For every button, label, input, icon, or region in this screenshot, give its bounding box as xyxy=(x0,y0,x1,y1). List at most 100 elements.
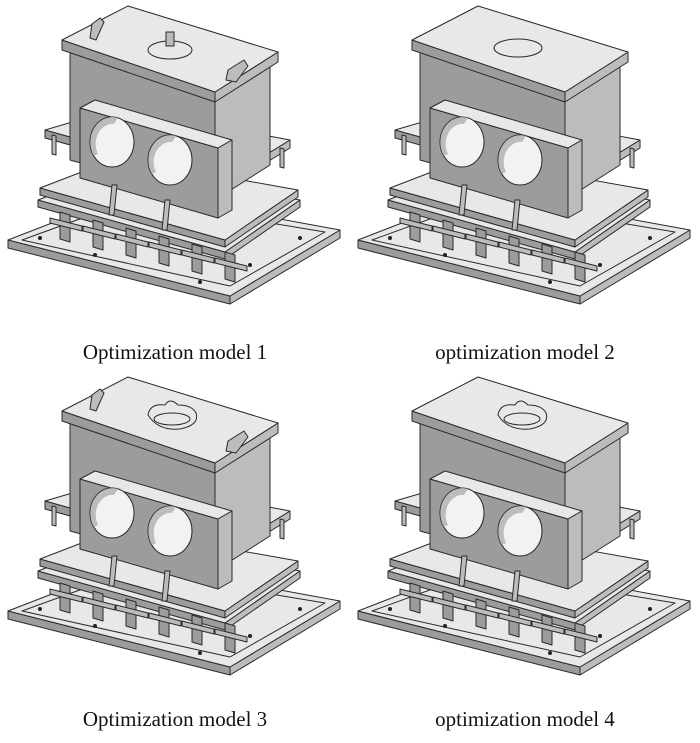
base-hole-4 xyxy=(443,253,447,257)
rib-bar-0 xyxy=(49,217,83,232)
rib-bar-0 xyxy=(399,217,433,232)
pin-0 xyxy=(51,505,57,527)
pin-1 xyxy=(279,518,285,540)
top-rib-left xyxy=(89,388,105,412)
panel-model-2: optimization model 2 xyxy=(350,0,700,371)
rib-bar-2 xyxy=(465,604,499,619)
base-hole-5 xyxy=(598,634,602,638)
base-hole-1 xyxy=(198,651,202,655)
bore-inner-wall-0 xyxy=(90,117,118,156)
pin-0 xyxy=(401,134,407,156)
bore-hole-1 xyxy=(497,134,543,186)
rib-bar-3 xyxy=(498,612,532,627)
base-hole-2 xyxy=(648,236,652,240)
top-rib-right xyxy=(225,430,249,454)
bore-inner-wall-0 xyxy=(440,117,468,156)
leg-1 xyxy=(511,199,521,231)
base-hole-5 xyxy=(248,263,252,267)
top-boss-contour xyxy=(497,400,548,430)
caption-model-2: optimization model 2 xyxy=(435,340,615,364)
base-hole-1 xyxy=(198,280,202,284)
bore-inner-wall-0 xyxy=(90,488,118,527)
cad-model-4-render xyxy=(357,376,691,676)
pin-1 xyxy=(279,147,285,169)
base-hole-4 xyxy=(93,624,97,628)
base-hole-4 xyxy=(443,624,447,628)
bore-hole-1 xyxy=(497,505,543,557)
pin-1 xyxy=(629,518,635,540)
top-boss-inner xyxy=(153,412,191,426)
rib-bar-1 xyxy=(432,225,466,240)
base-hole-0 xyxy=(38,607,42,611)
bore-hole-1 xyxy=(147,505,193,557)
front-block-side xyxy=(217,139,233,219)
leg-1 xyxy=(161,199,171,231)
leg-0 xyxy=(458,555,468,587)
rib-bar-4 xyxy=(531,249,565,264)
rib-bar-3 xyxy=(148,612,182,627)
rib-bar-1 xyxy=(82,225,116,240)
base-hole-2 xyxy=(298,607,302,611)
front-block-side xyxy=(567,510,583,590)
base-hole-2 xyxy=(298,236,302,240)
front-block-side xyxy=(567,139,583,219)
front-block-side xyxy=(217,510,233,590)
pin-0 xyxy=(51,134,57,156)
rib-bar-4 xyxy=(531,620,565,635)
rib-bar-4 xyxy=(181,620,215,635)
caption-model-1: Optimization model 1 xyxy=(82,340,268,364)
base-hole-4 xyxy=(93,253,97,257)
bore-inner-wall-1 xyxy=(148,135,176,174)
top-boss-inner xyxy=(503,412,541,426)
base-hole-0 xyxy=(388,236,392,240)
rib-bar-1 xyxy=(82,596,116,611)
pin-1 xyxy=(629,147,635,169)
bore-inner-wall-0 xyxy=(440,488,468,527)
rib-bar-1 xyxy=(432,596,466,611)
rib-bar-2 xyxy=(115,233,149,248)
base-hole-0 xyxy=(388,607,392,611)
bore-inner-wall-1 xyxy=(148,506,176,545)
top-boss-pin xyxy=(165,31,175,47)
leg-0 xyxy=(108,184,118,216)
bore-hole-0 xyxy=(439,487,485,539)
bore-hole-0 xyxy=(89,116,135,168)
top-rib-left xyxy=(89,17,105,41)
panel-model-1: Optimization model 1 xyxy=(0,0,350,371)
leg-0 xyxy=(108,555,118,587)
leg-1 xyxy=(161,570,171,602)
caption-model-3: Optimization model 3 xyxy=(82,707,268,731)
rib-bar-4 xyxy=(181,249,215,264)
base-hole-5 xyxy=(598,263,602,267)
bore-inner-wall-1 xyxy=(498,135,526,174)
base-hole-1 xyxy=(548,651,552,655)
top-rib-right xyxy=(225,59,249,83)
base-hole-1 xyxy=(548,280,552,284)
bore-hole-1 xyxy=(147,134,193,186)
rib-bar-5 xyxy=(564,628,598,643)
leg-1 xyxy=(511,570,521,602)
rib-bar-5 xyxy=(214,628,248,643)
leg-0 xyxy=(458,184,468,216)
rib-bar-3 xyxy=(148,241,182,256)
top-boss-contour xyxy=(147,400,198,430)
bore-hole-0 xyxy=(439,116,485,168)
caption-model-4: optimization model 4 xyxy=(435,707,615,731)
rib-bar-2 xyxy=(115,604,149,619)
base-hole-5 xyxy=(248,634,252,638)
cad-model-3-render xyxy=(7,376,341,676)
rib-bar-2 xyxy=(465,233,499,248)
base-hole-0 xyxy=(38,236,42,240)
bore-hole-0 xyxy=(89,487,135,539)
rib-bar-0 xyxy=(399,588,433,603)
pin-0 xyxy=(401,505,407,527)
panel-model-3: Optimization model 3 xyxy=(0,371,350,742)
bore-inner-wall-1 xyxy=(498,506,526,545)
rib-bar-5 xyxy=(564,257,598,272)
base-hole-2 xyxy=(648,607,652,611)
cad-model-2-render xyxy=(357,5,691,305)
rib-bar-5 xyxy=(214,257,248,272)
rib-bar-0 xyxy=(49,588,83,603)
panel-model-4: optimization model 4 xyxy=(350,371,700,742)
top-boss xyxy=(493,38,543,58)
